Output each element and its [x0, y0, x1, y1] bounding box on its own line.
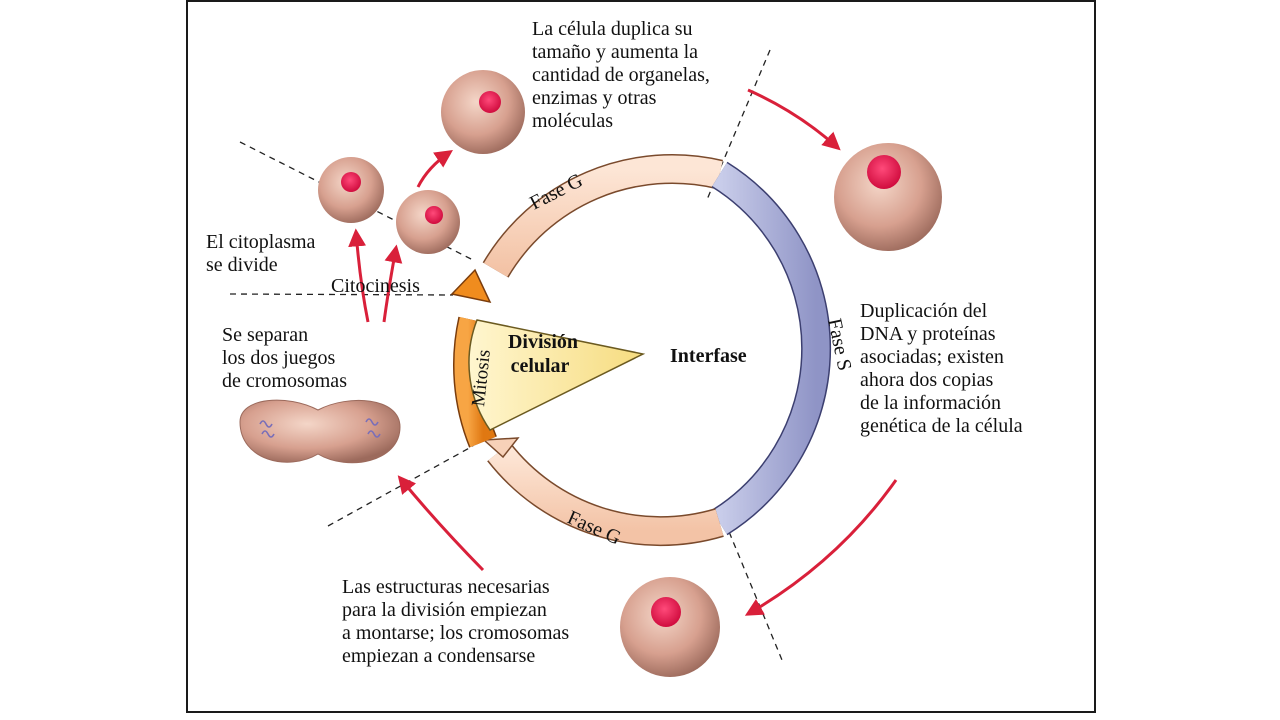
- cell-top-large: [441, 70, 525, 154]
- arrow-right-to-bottom-cell: [744, 479, 898, 616]
- assembly-note-line: para la división empiezan: [342, 599, 547, 621]
- cytoplasm-note-line: El citoplasma: [206, 231, 316, 253]
- cytokinesis-label: Citocinesis: [331, 275, 420, 297]
- division-label-line-1: División: [508, 331, 578, 353]
- s-phase-note-line: DNA y proteínas: [860, 323, 996, 345]
- phase-g-top-band: [483, 155, 723, 277]
- arrow-daughter-to-grown: [416, 149, 453, 188]
- s-phase-note-line: Duplicación del: [860, 300, 988, 322]
- division-label-line-2: celular: [511, 355, 570, 377]
- growth-note-line: La célula duplica su: [532, 18, 693, 40]
- s-phase-note-line: ahora dos copias: [860, 369, 994, 391]
- dividing-cell: [239, 399, 401, 464]
- boundary-line-mitosis: [229, 293, 454, 296]
- s-phase-note-line: de la información: [860, 392, 1002, 414]
- assembly-note-line: a montarse; los cromosomas: [342, 622, 570, 644]
- cell-cycle-diagram: Fase G Fase G Fase S Mitosis División ce…: [229, 49, 942, 677]
- division-wedge: [468, 319, 646, 431]
- cytoplasm-note-line: se divide: [206, 254, 278, 276]
- red-arrows: [348, 88, 898, 616]
- cell-bottom-large: [620, 577, 720, 677]
- phase-g-bottom-arrowhead: [482, 437, 520, 459]
- separation-note-line: Se separan: [222, 324, 309, 346]
- arrow-bottom-to-dividing-cell: [397, 475, 485, 572]
- s-phase-note-line: asociadas; existen: [860, 346, 1004, 368]
- s-phase-note: Duplicación del DNA y proteínas asociada…: [860, 300, 1023, 438]
- cell-right-large: [834, 143, 942, 251]
- daughter-cell-left: [318, 157, 384, 223]
- growth-note-line: cantidad de organelas,: [532, 64, 710, 86]
- arrow-growth-to-right-cell: [747, 88, 841, 151]
- growth-note-line: enzimas y otras: [532, 87, 657, 109]
- daughter-cell-right: [396, 190, 460, 254]
- mitosis-arrowhead: [450, 268, 492, 304]
- assembly-note-line: empiezan a condensarse: [342, 645, 536, 667]
- diagram-frame: Fase G Fase G Fase S Mitosis División ce…: [186, 0, 1096, 713]
- growth-note: La célula duplica su tamaño y aumenta la…: [532, 18, 710, 133]
- growth-note-line: moléculas: [532, 110, 614, 132]
- separation-note: Se separan los dos juegos de cromosomas: [222, 324, 347, 393]
- separation-note-line: de cromosomas: [222, 370, 347, 392]
- interfase-label: Interfase: [670, 345, 747, 367]
- growth-note-line: tamaño y aumenta la: [532, 41, 699, 63]
- assembly-note: Las estructuras necesarias para la divis…: [342, 576, 569, 668]
- arrow-cytokinesis-left: [348, 228, 370, 323]
- cytoplasm-note: El citoplasma se divide: [206, 231, 315, 277]
- arrow-cytokinesis-right: [382, 244, 403, 323]
- phase-s-band: [712, 163, 830, 534]
- boundary-line-s-g: [724, 521, 783, 661]
- mitosis-band: [454, 317, 496, 448]
- phase-g-bottom-band: [488, 443, 724, 545]
- separation-note-line: los dos juegos: [222, 347, 336, 369]
- assembly-note-line: Las estructuras necesarias: [342, 576, 550, 598]
- s-phase-note-line: genética de la célula: [860, 415, 1023, 437]
